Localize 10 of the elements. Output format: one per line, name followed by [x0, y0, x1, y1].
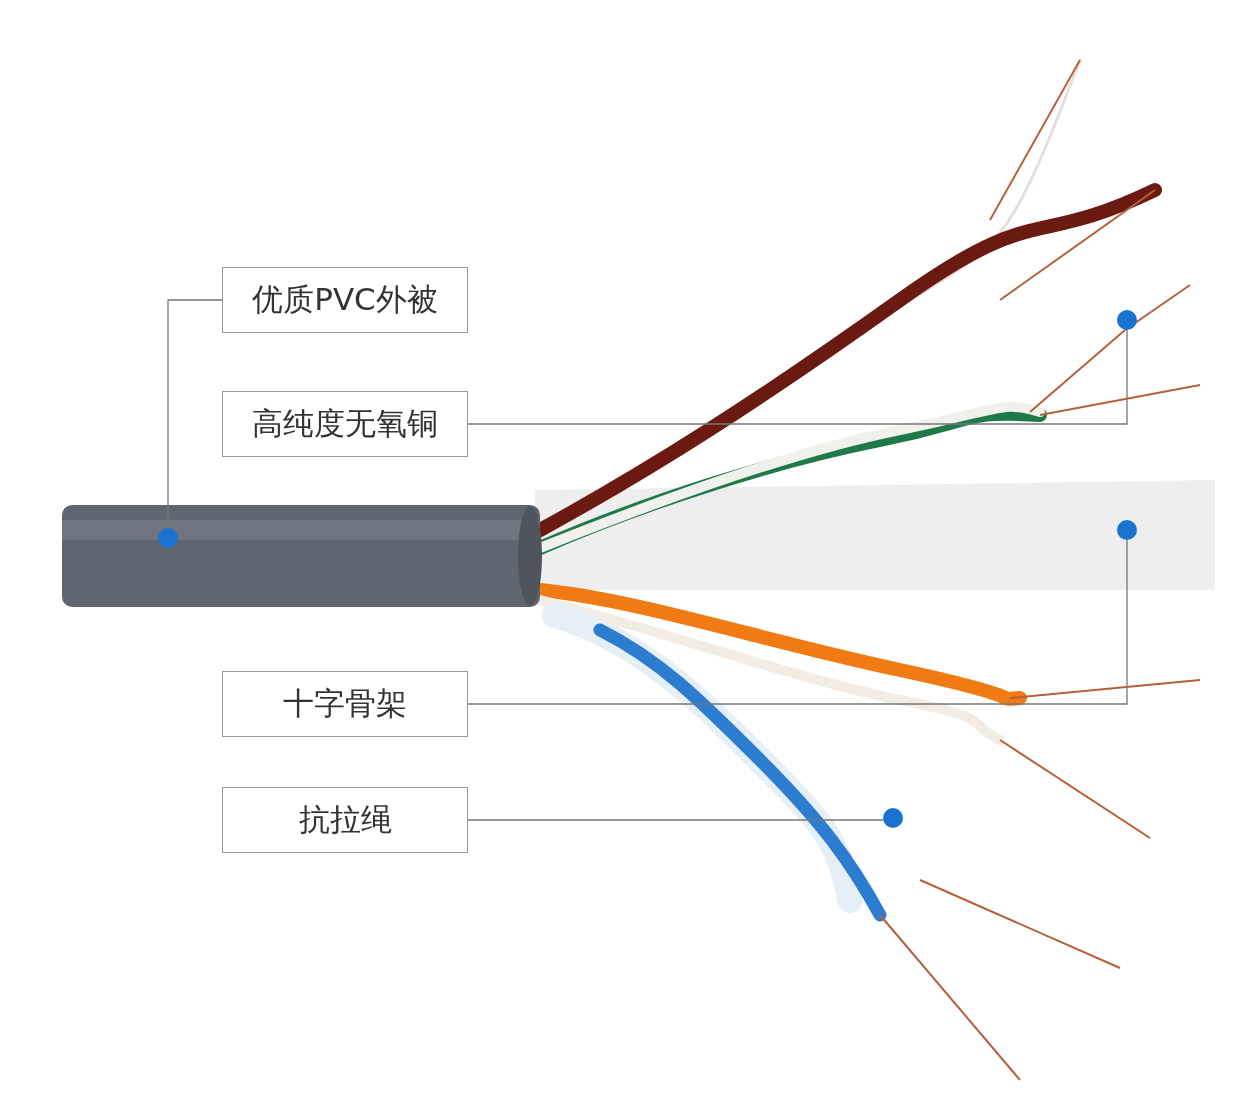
label-box: 十字骨架 — [222, 671, 468, 737]
label-box: 高纯度无氧铜 — [222, 391, 468, 457]
marker-dot — [883, 808, 903, 828]
leader-line — [467, 539, 1128, 705]
label-box: 抗拉绳 — [222, 787, 468, 853]
marker-dot — [1117, 310, 1137, 330]
leader-line — [467, 329, 1128, 425]
leader-line — [167, 299, 223, 529]
leader-line — [467, 819, 884, 821]
label-box: 优质PVC外被 — [222, 267, 468, 333]
